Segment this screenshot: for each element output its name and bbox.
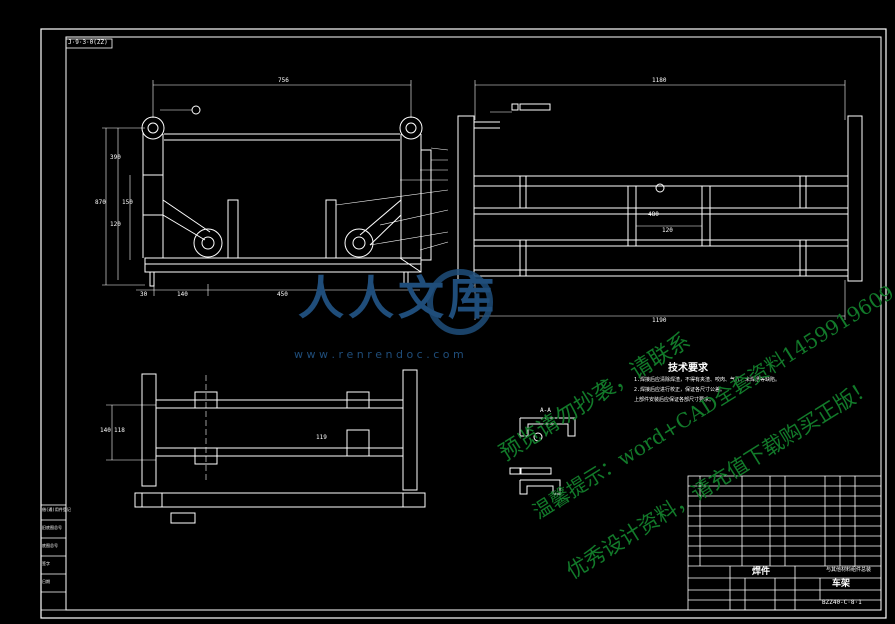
dim-plan-left-1: 140 xyxy=(100,427,111,434)
front-view xyxy=(102,80,449,296)
section-aa xyxy=(509,417,576,495)
dim-side-inner-2: 120 xyxy=(662,227,673,234)
inner-border xyxy=(65,36,882,611)
code-box-text: J·9·3·0(ZZ) xyxy=(68,39,108,46)
dim-plan-left-2: 118 xyxy=(114,427,125,434)
section-aa-label: A-A xyxy=(540,407,551,414)
tech-req-title: 技术要求 xyxy=(668,363,708,374)
title-drawing-no: BZZ40-C·8·1 xyxy=(822,599,862,606)
dim-front-bottom-1: 30 xyxy=(140,291,148,298)
watermark-url: w w w . r e n r e n d o c . c o m xyxy=(294,348,464,361)
dim-side-top: 1180 xyxy=(652,77,667,84)
code-box-frame xyxy=(65,38,113,49)
dim-front-bottom-2: 140 xyxy=(177,291,188,298)
outer-border xyxy=(40,28,887,619)
dim-side-inner-1: 480 xyxy=(648,211,659,218)
watermark-logo xyxy=(427,269,493,335)
tech-req-line-3: 上部件安装后应保证各部尺寸要求。 xyxy=(634,397,715,403)
dim-left-vert-4: 150 xyxy=(122,199,133,206)
dim-left-vert-1: 870 xyxy=(95,199,106,206)
side-view xyxy=(457,80,863,320)
left-strip-1: 借(通)用件登记 xyxy=(42,507,71,512)
dim-front-bottom-3: 450 xyxy=(277,291,288,298)
tech-req-line-2: 2.焊接后应进行校正，保证各尺寸公差。 xyxy=(634,387,726,393)
title-block xyxy=(687,475,882,611)
dim-plan-inner: 119 xyxy=(316,434,327,441)
left-strip-2: 旧底图总号 xyxy=(42,525,62,530)
left-strip-5: 日期 xyxy=(42,579,50,584)
dim-side-bottom: 1190 xyxy=(652,317,667,324)
left-strip-3: 底图总号 xyxy=(42,543,58,548)
title-assembly-name: 车架 xyxy=(832,579,851,589)
dim-left-vert-3: 120 xyxy=(110,221,121,228)
tech-req-line-1: 1.焊接后应清除焊渣，不得有夹渣、咬肉、气孔、未焊透等缺陷。 xyxy=(634,377,781,383)
plan-view xyxy=(106,369,426,524)
left-strip-4: 签字 xyxy=(42,561,50,566)
title-material-note: 与其他材料组件总装 xyxy=(826,567,872,573)
watermark-brand: 人人文库 xyxy=(298,271,498,325)
dim-front-top: 756 xyxy=(278,77,289,84)
title-part-name: 焊件 xyxy=(752,567,771,577)
left-strip xyxy=(40,504,67,611)
dim-left-vert-2: 390 xyxy=(110,154,121,161)
